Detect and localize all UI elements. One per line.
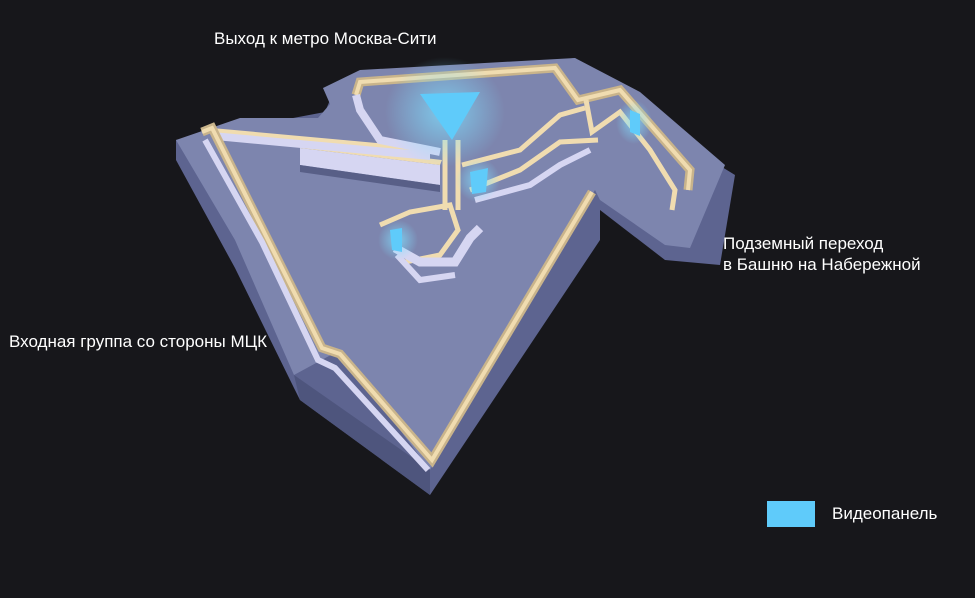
- mck-entrance-label: Входная группа со стороны МЦК: [9, 332, 268, 351]
- tunnel-label-line1: Подземный переход: [723, 234, 884, 253]
- legend-swatch: [767, 501, 815, 527]
- metro-exit-label: Выход к метро Москва-Сити: [214, 29, 437, 48]
- tunnel-label: Подземный переход в Башню на Набережной: [723, 233, 921, 275]
- floor-edge: [294, 375, 430, 495]
- perimeter-wall: [200, 122, 596, 473]
- legend: Видеопанель: [767, 500, 967, 530]
- legend-label: Видеопанель: [832, 504, 938, 523]
- tunnel-label-line2: в Башню на Набережной: [723, 255, 921, 274]
- long-benches: [212, 128, 442, 192]
- video-panel-center: [470, 168, 488, 194]
- video-panels: [378, 57, 652, 260]
- video-panel-main: [420, 92, 480, 140]
- video-panel-left: [390, 228, 402, 252]
- video-panel-right: [630, 110, 640, 136]
